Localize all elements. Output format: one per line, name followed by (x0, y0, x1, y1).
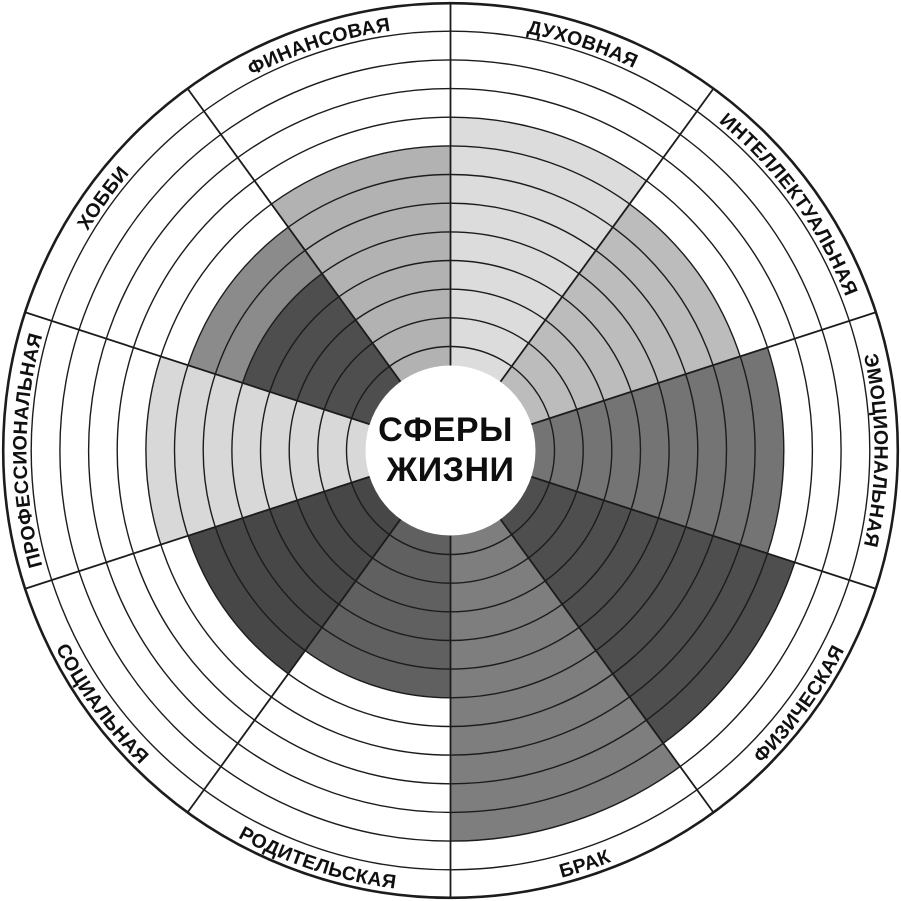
sector-fill-professionalnaya (145, 356, 451, 545)
sector-fill-finansovaya (271, 145, 451, 451)
sector-fill-sotsialnaya (188, 450, 451, 674)
sector-fill-fizicheskaya (450, 450, 795, 744)
rim-label-fizicheskaya: ФИЗИЧЕСКАЯ (749, 642, 849, 768)
sector-divider-2 (24, 311, 370, 426)
sector-fill-dukhovnaya (450, 117, 647, 451)
sector-fill-brak (450, 450, 681, 842)
sector-divider-1 (186, 88, 402, 383)
rim-label-intellektualnaya: ИНТЕЛЛЕКТУАЛЬНАЯ (715, 109, 861, 299)
hub-layer (365, 365, 536, 536)
center-title-line2: ЖИЗНИ (386, 451, 515, 489)
sector-divider-8 (531, 311, 877, 426)
hub-circle (365, 365, 536, 536)
rim-label-dukhovnaya: ДУХОВНАЯ (526, 17, 642, 73)
center-title: СФЕРЫ ЖИЗНИ (378, 411, 523, 489)
rim-label-sotsialnaya: СОЦИАЛЬНАЯ (51, 640, 153, 768)
sector-divider-7 (531, 475, 877, 590)
rim-label-professionalnaya: ПРОФЕССИОНАЛЬНАЯ (9, 331, 47, 570)
sector-fill-emotsionalnaya (450, 347, 784, 554)
sector-divider-3 (24, 475, 370, 590)
center-title-line1: СФЕРЫ (378, 411, 513, 449)
sector-fills-layer (145, 117, 795, 842)
sector-divider-9 (499, 88, 715, 383)
sector-divider-6 (499, 518, 715, 813)
sector-divider-4 (186, 518, 402, 813)
